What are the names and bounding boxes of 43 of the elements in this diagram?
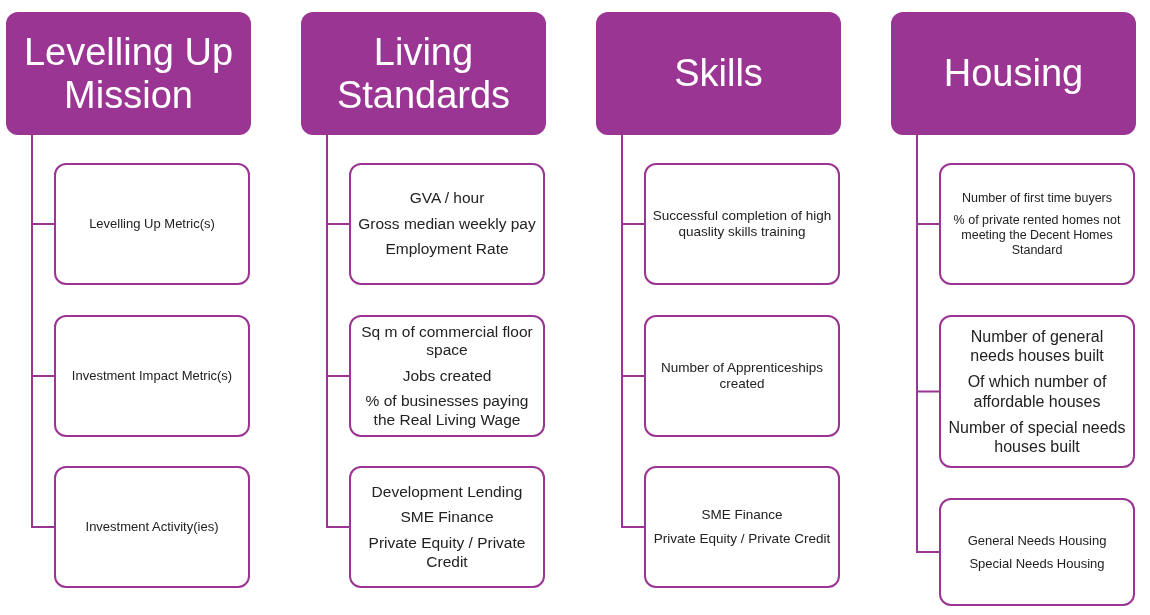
metric-box xyxy=(644,315,840,437)
metric-text: Successful completion of high quaslity skills training xyxy=(652,207,832,241)
metric-box xyxy=(349,163,545,285)
header-text: Levelling Up Mission xyxy=(22,30,235,117)
metric-text: % of businesses paying the Real Living Wage xyxy=(364,392,530,430)
metric-text: SME Finance xyxy=(701,507,783,524)
metric-text: Of which number of affordable houses xyxy=(966,372,1108,411)
header-text: Living Standards xyxy=(335,30,512,117)
metric-box xyxy=(939,498,1135,606)
metric-text: General Needs Housing xyxy=(967,532,1107,549)
metric-text: Private Equity / Private Credit xyxy=(367,534,527,572)
metric-box xyxy=(644,163,840,285)
metric-text: % of private rented homes not meeting the Decent Homes Standard xyxy=(952,212,1122,258)
metric-text: Special Needs Housing xyxy=(969,555,1105,572)
metric-text: GVA / hour xyxy=(409,189,485,208)
metric-text: Number of first time buyers xyxy=(961,190,1112,206)
header-box xyxy=(596,12,841,135)
metric-box xyxy=(54,466,250,588)
metric-text: Number of Apprenticeships created xyxy=(659,359,825,393)
header-box xyxy=(6,12,251,135)
metric-text: Investment Impact Metric(s) xyxy=(71,368,233,384)
metric-text: Investment Activity(ies) xyxy=(85,519,219,535)
metric-text: Sq m of commercial floor space xyxy=(360,322,534,360)
metric-box xyxy=(349,315,545,437)
metric-text: Private Equity / Private Credit xyxy=(653,530,831,547)
metric-box xyxy=(54,315,250,437)
metric-box xyxy=(54,163,250,285)
metric-box xyxy=(349,466,545,588)
header-text: Skills xyxy=(674,52,763,95)
metric-text: SME Finance xyxy=(400,508,494,527)
header-text: Housing xyxy=(943,52,1084,95)
metric-text: Gross median weekly pay xyxy=(358,214,536,234)
metric-text: Employment Rate xyxy=(385,240,509,259)
metric-box xyxy=(939,163,1135,285)
metric-text: Number of special needs houses built xyxy=(947,417,1127,457)
metric-text: Number of general needs houses built xyxy=(969,326,1105,366)
metric-text: Jobs created xyxy=(402,366,492,386)
header-box xyxy=(301,12,546,135)
metric-box xyxy=(939,315,1135,468)
header-box xyxy=(891,12,1136,135)
metric-text: Levelling Up Metric(s) xyxy=(89,216,215,232)
metric-box xyxy=(644,466,840,588)
metric-text: Development Lending xyxy=(371,482,523,502)
